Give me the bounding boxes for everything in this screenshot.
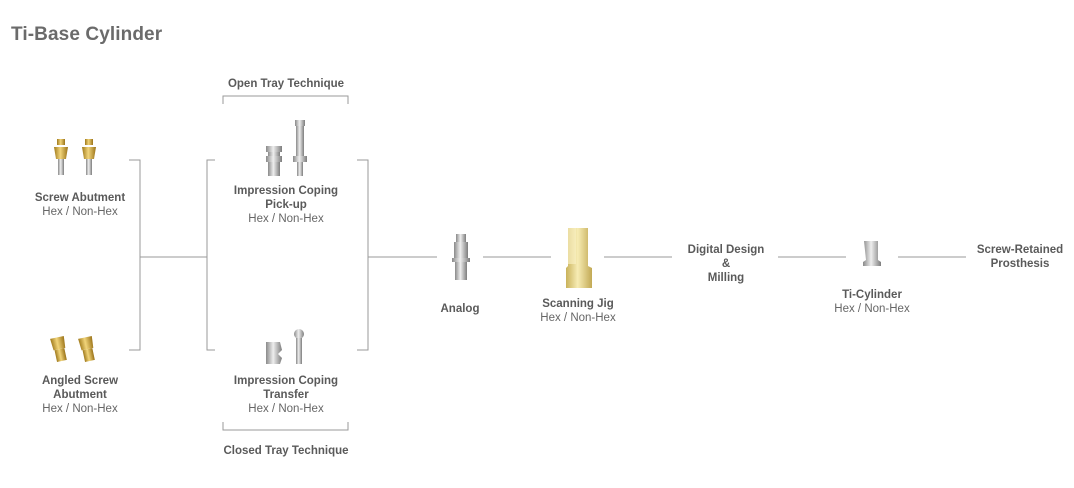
coping-left-bracket <box>206 159 215 351</box>
impression-transfer-icon <box>266 329 304 364</box>
scanning-jig-name: Scanning Jig <box>542 298 614 310</box>
abutment-bracket <box>129 159 141 351</box>
screw-retained-line-1: Screw-Retained <box>976 244 1064 256</box>
impression-transfer-name-1: Impression Coping <box>233 375 339 387</box>
impression-pickup-label: Impression Coping Pick-up Hex / Non-Hex <box>211 184 361 226</box>
closed-tray-label: Closed Tray Technique <box>223 445 349 457</box>
page-title: Ti-Base Cylinder <box>11 24 163 45</box>
ti-cylinder-icon <box>863 241 881 266</box>
analog-name: Analog <box>440 303 480 315</box>
digital-design-line-3: Milling <box>707 272 745 284</box>
angled-screw-abutment-label: Angled Screw Abutment Hex / Non-Hex <box>20 374 140 416</box>
closed-tray-bracket <box>222 422 349 431</box>
ti-cylinder-sub: Hex / Non-Hex <box>834 303 910 315</box>
digital-design-line-2: & <box>721 258 731 270</box>
digital-design-line-1: Digital Design <box>687 244 765 256</box>
impression-transfer-label: Impression Coping Transfer Hex / Non-Hex <box>211 374 361 416</box>
ti-cylinder-name: Ti-Cylinder <box>842 289 902 301</box>
screw-retained-line-2: Prosthesis <box>990 258 1050 270</box>
digital-design-label: Digital Design & Milling <box>672 243 780 285</box>
screw-abutment-sub: Hex / Non-Hex <box>42 206 118 218</box>
coping-right-bracket <box>357 159 369 351</box>
impression-pickup-name-2: Pick-up <box>265 199 307 211</box>
scanning-jig-label: Scanning Jig Hex / Non-Hex <box>523 297 633 325</box>
screw-retained-label: Screw-Retained Prosthesis <box>966 243 1074 271</box>
analog-icon <box>452 234 470 280</box>
impression-pickup-icon <box>266 120 307 176</box>
analog-label: Analog <box>420 302 500 316</box>
impression-pickup-name-1: Impression Coping <box>233 185 339 197</box>
angled-screw-abutment-icon <box>50 335 95 362</box>
scanning-jig-icon <box>566 228 592 288</box>
angled-screw-abutment-sub: Hex / Non-Hex <box>42 403 118 415</box>
open-tray-bracket <box>222 95 349 104</box>
angled-screw-abutment-name-2: Abutment <box>53 389 107 401</box>
impression-transfer-sub: Hex / Non-Hex <box>248 403 324 415</box>
open-tray-label: Open Tray Technique <box>227 78 345 90</box>
screw-abutment-icon <box>54 139 96 175</box>
impression-transfer-name-2: Transfer <box>263 389 309 401</box>
impression-pickup-sub: Hex / Non-Hex <box>248 213 324 225</box>
screw-abutment-name: Screw Abutment <box>34 192 126 204</box>
ti-cylinder-label: Ti-Cylinder Hex / Non-Hex <box>817 288 927 316</box>
screw-abutment-label: Screw Abutment Hex / Non-Hex <box>20 191 140 219</box>
angled-screw-abutment-name-1: Angled Screw <box>41 375 119 387</box>
scanning-jig-sub: Hex / Non-Hex <box>540 312 616 324</box>
